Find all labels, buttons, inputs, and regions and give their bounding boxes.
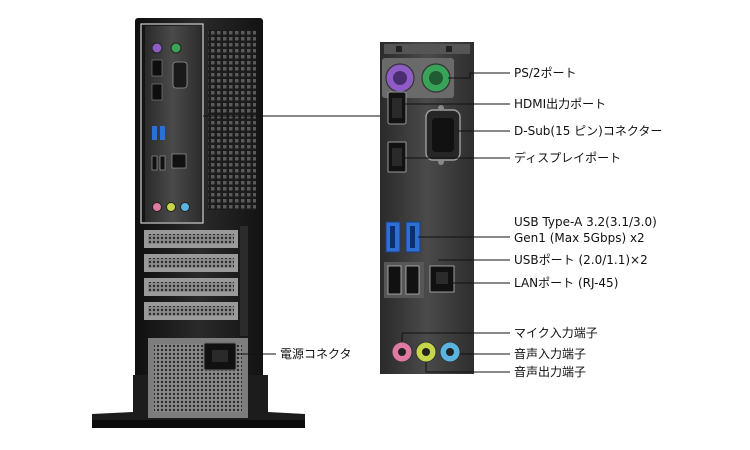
audio-line-out-small (166, 202, 176, 212)
audio-mic-small (152, 202, 162, 212)
usb2-port-small-1 (151, 155, 158, 171)
label-dsub: D-Sub(15 ピン)コネクター (514, 124, 663, 138)
hdmi-port-small (151, 59, 163, 77)
pc-rear-view (92, 18, 305, 428)
label-usb-typea-line1: USB Type-A 3.2(3.1/3.0) (514, 215, 657, 229)
usb2-port-1 (387, 265, 402, 295)
usb3-port-small-2 (160, 126, 165, 140)
usb3-port-small-1 (152, 126, 157, 140)
label-lan: LANポート (RJ-45) (514, 276, 619, 290)
label-mic: マイク入力端子 (514, 326, 598, 340)
label-ps2: PS/2ポート (514, 66, 577, 80)
audio-line-in-small (180, 202, 190, 212)
label-usb-typea-line2: Gen1 (Max 5Gbps) x2 (514, 231, 645, 245)
expansion-slots (144, 226, 248, 336)
label-hdmi: HDMI出力ポート (514, 97, 607, 111)
io-highlight-box (140, 23, 204, 224)
label-line-in: 音声入力端子 (514, 347, 587, 361)
usb2-port-2 (405, 265, 420, 295)
callout-lines (401, 72, 510, 373)
lan-port-small (171, 153, 187, 169)
io-plate-small (145, 26, 200, 222)
case-vent-grille (208, 30, 256, 210)
ps2-keyboard-port-small (151, 42, 163, 54)
displayport-small (151, 83, 163, 101)
usb2-port-small-2 (159, 155, 166, 171)
label-usb2: USBポート (2.0/1.1)×2 (514, 253, 648, 267)
io-panel-enlarged (380, 42, 474, 374)
dsub-port-small (172, 61, 188, 89)
label-power-connector: 電源コネクタ (280, 347, 352, 361)
label-line-out: 音声出力端子 (514, 365, 587, 379)
label-displayport: ディスプレイポート (514, 151, 622, 165)
ps2-mouse-port-small (170, 42, 182, 54)
